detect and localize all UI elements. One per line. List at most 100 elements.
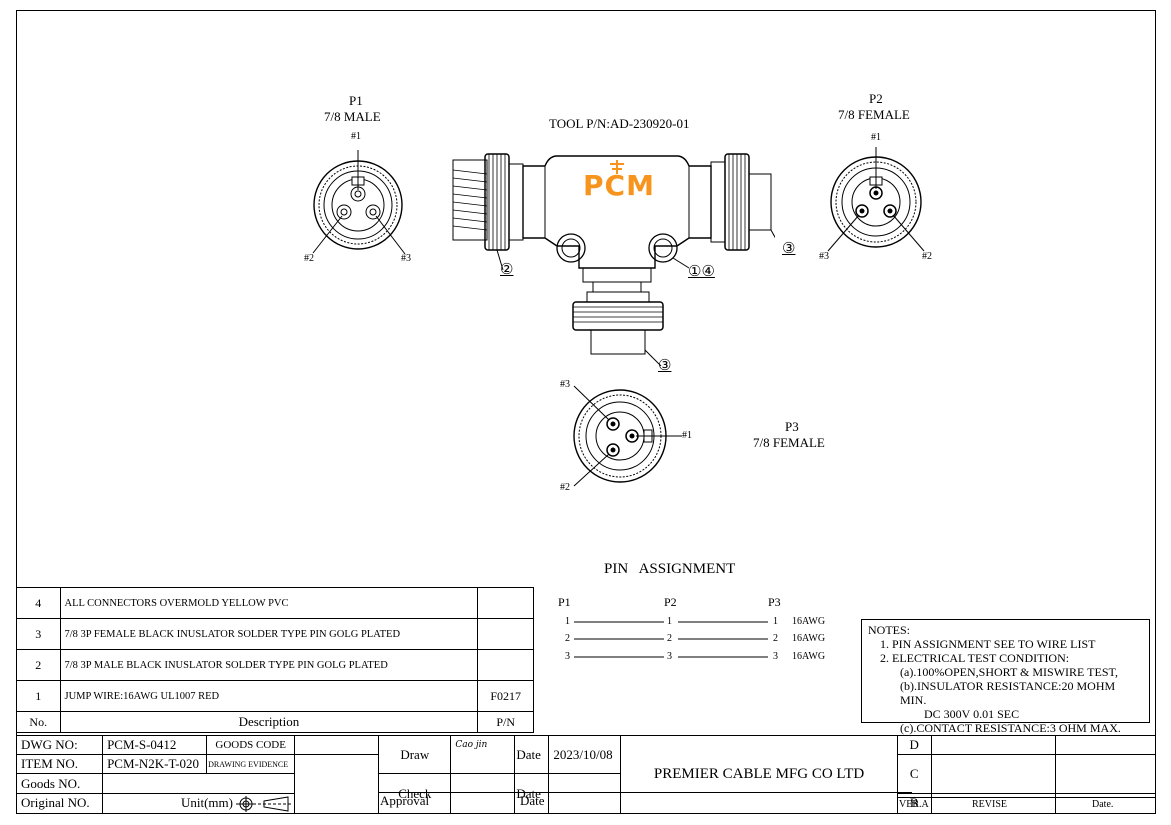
dwg-no-label: DWG NO: <box>15 734 104 756</box>
pcm-logo: PCM <box>583 169 655 202</box>
bom-description: ALL CONNECTORS OVERMOLD YELLOW PVC <box>59 587 479 619</box>
bom-description: 7/8 3P FEMALE BLACK INUSLATOR SOLDER TYP… <box>59 618 479 650</box>
bom-row: 3 7/8 3P FEMALE BLACK INUSLATOR SOLDER T… <box>16 618 534 650</box>
bom-no: 4 <box>16 587 61 619</box>
balloon-1-4: ①④ <box>688 264 715 280</box>
pin-header-p2: P2 <box>664 595 677 609</box>
p2-type: 7/8 FEMALE <box>838 107 910 122</box>
p3-name: P3 <box>785 419 799 434</box>
note-line-5: DC 300V 0.01 SEC <box>924 707 1020 721</box>
pin-row2-wire: 16AWG <box>792 633 826 644</box>
title-block: DWG NO: PCM-S-0412 GOODS CODE Draw Cao j… <box>15 734 1157 815</box>
bom-pn <box>477 649 534 681</box>
pin-header-p3: P3 <box>768 595 781 609</box>
bom-no: 3 <box>16 618 61 650</box>
rev-c: C <box>896 754 932 794</box>
draw-date-value: 2023/10/08 <box>548 734 622 775</box>
bom-row: 4 ALL CONNECTORS OVERMOLD YELLOW PVC <box>16 587 534 619</box>
note-line-2: 2. ELECTRICAL TEST CONDITION: <box>880 651 1070 665</box>
pin-row2-p2: 2 <box>667 633 672 644</box>
rev-d: D <box>896 734 932 756</box>
tool-pn: TOOL P/N:AD-230920-01 <box>549 116 690 131</box>
p1-connector-face <box>312 150 406 255</box>
p1-name: P1 <box>349 93 363 108</box>
p3-type: 7/8 FEMALE <box>753 435 825 450</box>
bom-table: 4 ALL CONNECTORS OVERMOLD YELLOW PVC 3 7… <box>16 587 534 733</box>
bom-no: 2 <box>16 649 61 681</box>
p2-name: P2 <box>869 91 883 106</box>
bom-header-description: Description <box>59 711 479 733</box>
draw-date-label: Date <box>514 734 550 775</box>
drawing-evidence-label: DRAWING EVIDENCE <box>206 754 296 775</box>
p3-pin2-label: #2 <box>560 482 570 493</box>
item-no-value: PCM-N2K-T-020 <box>102 754 208 775</box>
bom-description: JUMP WIRE:16AWG UL1007 RED <box>59 680 479 712</box>
rev-c-desc <box>930 754 1056 794</box>
check-date-label: Date <box>514 773 550 814</box>
check-signature <box>450 773 516 814</box>
pin-row1-wire: 16AWG <box>792 616 826 627</box>
bom-row: 2 7/8 3P MALE BLACK INUSLATOR SOLDER TYP… <box>16 649 534 681</box>
revision-date-label: Date. <box>1092 799 1114 810</box>
p2-pin3-label: #3 <box>819 251 829 262</box>
p3-pin3-label: #3 <box>560 379 570 390</box>
revise-label: REVISE <box>972 799 1007 810</box>
bom-pn <box>477 618 534 650</box>
goods-no-value <box>102 773 296 794</box>
pin-row2-p3: 2 <box>773 633 778 644</box>
note-line-4: (b).INSULATOR RESISTANCE:20 MOHM MIN. <box>900 679 1116 707</box>
pin-row3-p1: 3 <box>565 651 570 662</box>
unit-label: Unit(mm) <box>180 794 233 810</box>
bom-no: 1 <box>16 680 61 712</box>
drawing-evidence-value <box>294 754 380 814</box>
bom-pn <box>477 587 534 619</box>
draw-signature: Cao jin <box>450 734 516 775</box>
pin-row3-wire: 16AWG <box>792 651 826 662</box>
item-no-label: ITEM NO. <box>15 754 104 775</box>
p1-pin2-label: #2 <box>304 253 314 264</box>
logo-mark-icon <box>610 160 624 174</box>
ver-row-divider <box>898 797 1156 798</box>
bom-header-pn: P/N <box>477 711 534 733</box>
p2-connector-face <box>827 147 925 252</box>
pin-header-p1: P1 <box>558 595 571 609</box>
note-line-3: (a).100%OPEN,SHORT & MISWIRE TEST, <box>900 665 1118 679</box>
p1-pin3-label: #3 <box>401 253 411 264</box>
pin-row1-p2: 1 <box>667 616 672 627</box>
rev-c-date <box>1054 754 1157 794</box>
company-name: PREMIER CABLE MFG CO LTD <box>620 735 898 814</box>
notes-box: NOTES: 1. PIN ASSIGNMENT SEE TO WIRE LIS… <box>861 619 1150 735</box>
ver-label: VER.A <box>899 799 929 810</box>
notes-title: NOTES: <box>868 623 910 637</box>
pin-row1-p1: 1 <box>565 616 570 627</box>
p1-pin1-label: #1 <box>351 131 361 142</box>
balloon-3-bottom: ③ <box>658 358 672 374</box>
approval-label: Approval <box>380 793 430 808</box>
projection-symbol-icon <box>236 795 293 812</box>
unit-cell: Unit(mm) <box>102 792 296 815</box>
goods-code-label: GOODS CODE <box>206 734 296 756</box>
p2-pin2-label: #2 <box>922 251 932 262</box>
balloon-3-right: ③ <box>782 241 796 257</box>
approval-row-divider <box>378 792 912 793</box>
pin-row3-p3: 3 <box>773 651 778 662</box>
note-line-6: (c).CONTACT RESISTANCE:3 OHM MAX. <box>900 721 1121 735</box>
pin-row1-p3: 1 <box>773 616 778 627</box>
bom-pn: F0217 <box>477 680 534 712</box>
note-line-1: 1. PIN ASSIGNMENT SEE TO WIRE LIST <box>880 637 1096 651</box>
bom-description: 7/8 3P MALE BLACK INUSLATOR SOLDER TYPE … <box>59 649 479 681</box>
goods-no-label: Goods NO. <box>15 773 104 794</box>
pin-wire-lines <box>574 621 768 658</box>
dwg-no-value: PCM-S-0412 <box>102 734 208 756</box>
p3-connector-face <box>573 385 682 487</box>
pin-row2-p1: 2 <box>565 633 570 644</box>
draw-label: Draw <box>378 734 452 775</box>
goods-code-value <box>294 734 380 756</box>
original-no-label: Original NO. <box>15 792 104 815</box>
tee-connector-side-view <box>452 153 775 367</box>
rev-d-desc <box>930 734 1056 756</box>
check-date-value <box>548 773 622 814</box>
p2-pin1-label: #1 <box>871 132 881 143</box>
pin-assignment-title: PIN ASSIGNMENT <box>604 561 736 577</box>
p3-pin1-label: #1 <box>682 430 692 441</box>
